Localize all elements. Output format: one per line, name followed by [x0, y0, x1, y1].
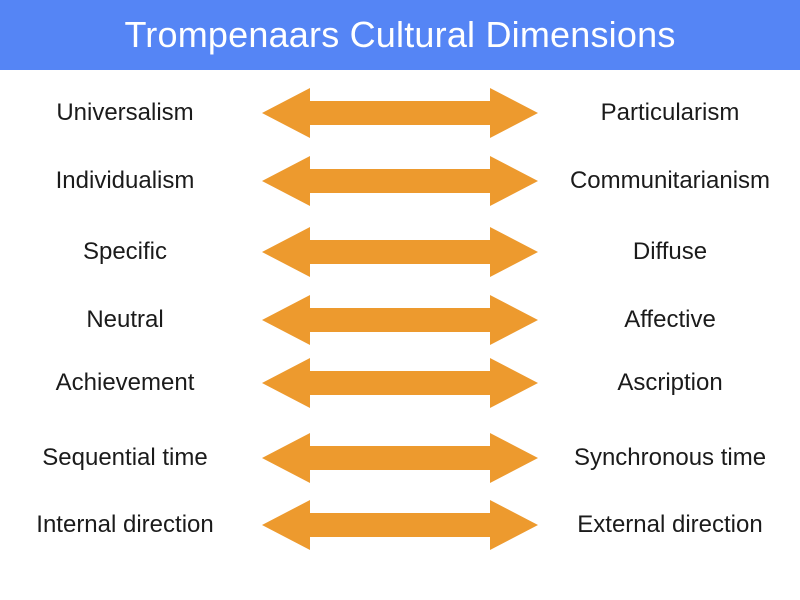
dimension-left-label: Sequential time — [42, 444, 208, 471]
dimension-row-5: Achievement Ascription — [0, 355, 800, 411]
double-headed-arrow-svg — [262, 295, 538, 345]
double-headed-arrow-icon — [262, 355, 538, 411]
dimension-left-label: Achievement — [55, 369, 195, 396]
double-headed-arrow-svg — [262, 156, 538, 206]
double-headed-arrow-icon — [262, 497, 538, 553]
double-headed-arrow-icon — [262, 153, 538, 209]
dimension-row-2: Individualism Communitarianism — [0, 153, 800, 209]
double-headed-arrow-icon — [262, 292, 538, 348]
dimension-right-label: Synchronous time — [573, 444, 767, 471]
dimension-right-label: External direction — [577, 511, 763, 538]
header-bar: Trompenaars Cultural Dimensions — [0, 0, 800, 70]
dimension-left-label: Individualism — [55, 167, 195, 194]
dimension-right-label: Diffuse — [632, 238, 708, 265]
dimension-left-label: Internal direction — [36, 511, 214, 538]
double-headed-arrow-icon — [262, 85, 538, 141]
dimension-left-label: Specific — [82, 238, 168, 265]
dimensions-list: Universalism Particularism Individualism… — [0, 70, 800, 600]
dimension-row-1: Universalism Particularism — [0, 85, 800, 141]
dimension-row-6: Sequential time Synchronous time — [0, 430, 800, 486]
dimension-right-label: Communitarianism — [569, 167, 771, 194]
double-headed-arrow-svg — [262, 88, 538, 138]
double-headed-arrow-icon — [262, 430, 538, 486]
double-headed-arrow-svg — [262, 358, 538, 408]
dimension-row-4: Neutral Affective — [0, 292, 800, 348]
double-headed-arrow-svg — [262, 433, 538, 483]
dimension-left-label: Neutral — [86, 306, 164, 333]
dimension-right-label: Particularism — [600, 99, 740, 126]
dimension-row-7: Internal direction External direction — [0, 497, 800, 553]
double-headed-arrow-svg — [262, 227, 538, 277]
double-headed-arrow-svg — [262, 500, 538, 550]
dimension-row-3: Specific Diffuse — [0, 224, 800, 280]
dimension-right-label: Affective — [624, 306, 716, 333]
dimension-left-label: Universalism — [56, 99, 194, 126]
dimension-right-label: Ascription — [617, 369, 723, 396]
double-headed-arrow-icon — [262, 224, 538, 280]
page-title: Trompenaars Cultural Dimensions — [124, 14, 676, 55]
